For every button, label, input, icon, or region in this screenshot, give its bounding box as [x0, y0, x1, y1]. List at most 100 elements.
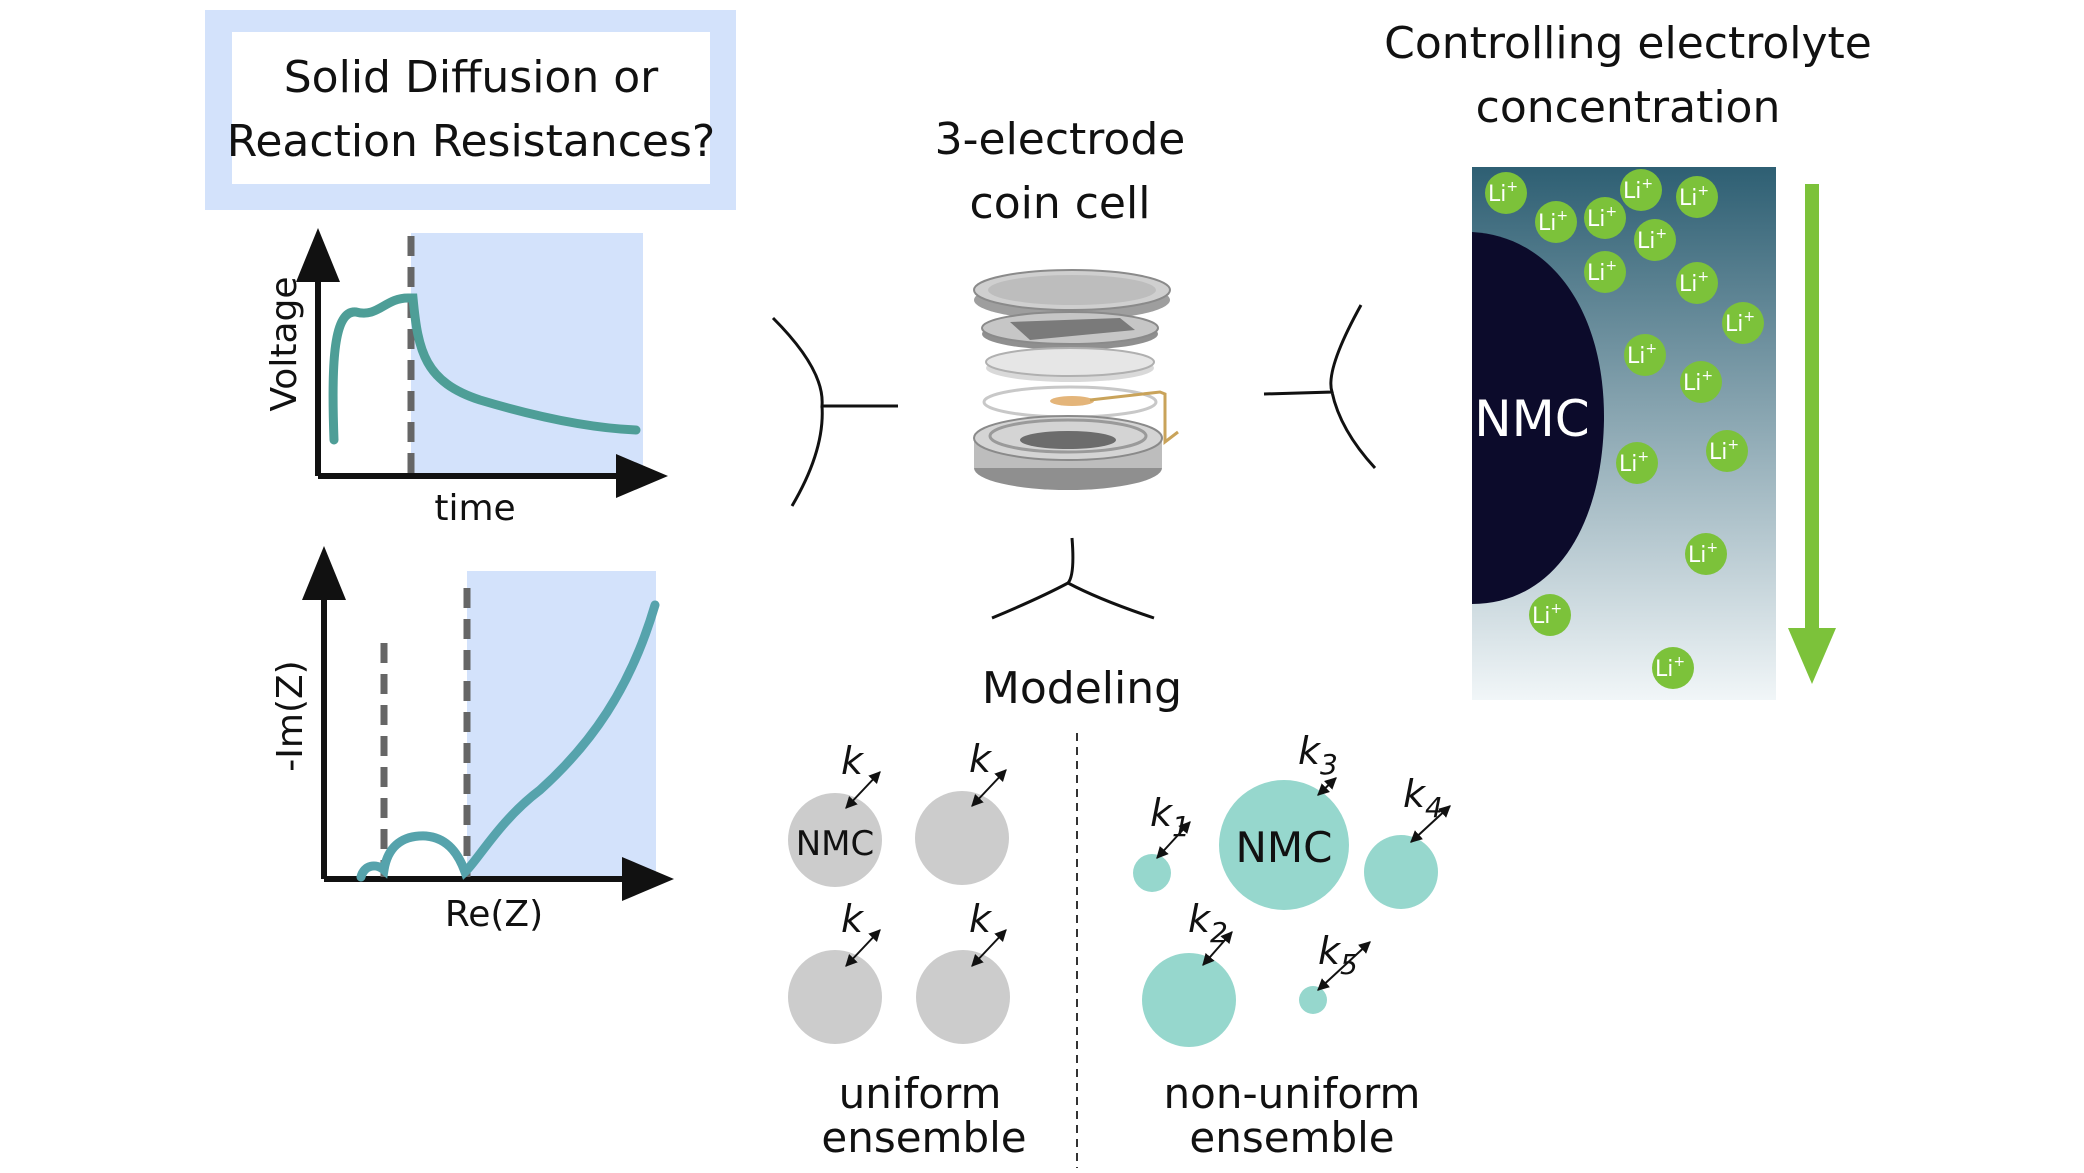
- li-ion-circle: [1680, 361, 1722, 403]
- rate-arrow: [1317, 941, 1371, 991]
- left-brace: [771, 316, 898, 507]
- li-ion: Li+: [1616, 442, 1658, 484]
- rate-constant-k-4: k4: [1403, 772, 1443, 824]
- bottom-brace: [991, 537, 1155, 620]
- li-ion-circle: [1584, 251, 1626, 293]
- coin-cell-illustration: [973, 269, 1179, 490]
- nonuniform-ensemble: NMC k1 k2 k3 k4 k5 non-uniform ensemble: [1133, 729, 1451, 1162]
- rate-arrow: [845, 771, 881, 809]
- question-line-1: Solid Diffusion or: [284, 52, 659, 103]
- electrolyte-section: Controlling electrolyte concentration NM…: [1384, 18, 1872, 700]
- nonuniform-label-line-2: ensemble: [1189, 1113, 1394, 1162]
- voltage-y-arrowhead: [296, 228, 340, 282]
- impedance-y-label: -Im(Z): [270, 660, 311, 771]
- rate-arrow: [971, 929, 1007, 967]
- uniform-ensemble: NMC k k k k uniform ensemble: [788, 737, 1027, 1162]
- li-ion-circle: [1624, 334, 1666, 376]
- li-ion-circle: [1584, 197, 1626, 239]
- right-brace: [1263, 304, 1377, 470]
- impedance-curve: [356, 600, 660, 882]
- rate-arrow: [1317, 777, 1337, 796]
- li-ion-circle: [1722, 302, 1764, 344]
- electrolyte-title-line-2: concentration: [1476, 82, 1781, 133]
- voltage-curve: [328, 293, 641, 445]
- impedance-plot: -Im(Z) Re(Z): [270, 546, 674, 935]
- uniform-label-line-2: ensemble: [821, 1113, 1026, 1162]
- nonuniform-particle: [1142, 953, 1236, 1047]
- voltage-y-label: Voltage: [264, 276, 305, 411]
- uniform-particle: [915, 791, 1009, 885]
- li-ion: Li+: [1624, 334, 1666, 376]
- li-ion-label: Li+: [1637, 226, 1667, 254]
- li-ion-group: Li+Li+Li+Li+Li+Li+Li+Li+Li+Li+Li+Li+Li+L…: [1485, 169, 1764, 689]
- coin-cell-section: 3-electrode coin cell: [935, 114, 1186, 490]
- rate-constant-k: k: [841, 739, 865, 783]
- li-ion: Li+: [1676, 262, 1718, 304]
- modeling-section: Modeling NMC k k k k uniform ensemble: [788, 663, 1451, 1168]
- li-ion-circle: [1676, 262, 1718, 304]
- voltage-relaxation-region: [411, 233, 643, 476]
- question-box: Solid Diffusion or Reaction Resistances?: [205, 10, 736, 210]
- electrolyte-title-line-1: Controlling electrolyte: [1384, 18, 1872, 69]
- uniform-nmc-label: NMC: [796, 824, 875, 864]
- coin-cell-title-line-1: 3-electrode: [935, 114, 1186, 165]
- li-ion-circle: [1706, 430, 1748, 472]
- voltage-x-arrowhead: [616, 454, 668, 498]
- voltage-x-label: time: [434, 488, 515, 529]
- li-ion: Li+: [1535, 201, 1577, 243]
- li-ion-circle: [1485, 172, 1527, 214]
- rate-constant-k: k: [969, 897, 993, 941]
- li-ion: Li+: [1685, 533, 1727, 575]
- li-ion: Li+: [1529, 594, 1571, 636]
- li-ion: Li+: [1680, 361, 1722, 403]
- li-ion-circle: [1616, 442, 1658, 484]
- li-ion: Li+: [1620, 169, 1662, 211]
- li-ion-circle: [1529, 594, 1571, 636]
- uniform-particle: [916, 950, 1010, 1044]
- nonuniform-particle: [1133, 854, 1171, 892]
- impedance-y-arrowhead: [302, 546, 346, 600]
- rate-arrow: [1202, 931, 1233, 966]
- li-ion-circle: [1620, 169, 1662, 211]
- uniform-particle: [788, 793, 882, 887]
- question-line-2: Reaction Resistances?: [227, 116, 715, 167]
- li-ion: Li+: [1584, 197, 1626, 239]
- li-ion-circle: [1676, 176, 1718, 218]
- nonuniform-label-line-1: non-uniform: [1164, 1069, 1421, 1118]
- li-ion: Li+: [1584, 251, 1626, 293]
- voltage-plot: Voltage time: [264, 228, 668, 529]
- li-ion: Li+: [1634, 219, 1676, 261]
- rate-constant-k-5: k5: [1318, 929, 1358, 981]
- nmc-particle-large: [1472, 232, 1605, 604]
- nmc-label-large: NMC: [1474, 390, 1589, 448]
- li-ion: Li+: [1485, 172, 1527, 214]
- rate-constant-k-3: k3: [1298, 729, 1338, 781]
- nonuniform-particle: [1219, 780, 1349, 910]
- rate-arrow: [971, 769, 1007, 807]
- li-ion-circle: [1634, 219, 1676, 261]
- rate-constant-k: k: [969, 737, 993, 781]
- question-box-inner: [232, 32, 710, 184]
- li-ion: Li+: [1652, 647, 1694, 689]
- nonuniform-particle: [1299, 986, 1327, 1014]
- li-ion: Li+: [1722, 302, 1764, 344]
- modeling-title: Modeling: [982, 663, 1182, 714]
- rate-arrow: [1410, 805, 1451, 843]
- li-ion: Li+: [1676, 176, 1718, 218]
- rate-arrow: [1156, 821, 1191, 859]
- impedance-x-arrowhead: [622, 857, 674, 901]
- nonuniform-nmc-label: NMC: [1236, 823, 1333, 872]
- uniform-label-line-1: uniform: [839, 1069, 1002, 1118]
- coin-cell-title-line-2: coin cell: [970, 178, 1151, 229]
- rate-constant-k-1: k1: [1150, 791, 1190, 843]
- li-ion-circle: [1652, 647, 1694, 689]
- li-ion-circle: [1685, 533, 1727, 575]
- uniform-particle: [788, 950, 882, 1044]
- li-ion: Li+: [1706, 430, 1748, 472]
- nonuniform-particle: [1364, 835, 1438, 909]
- rate-constant-k-2: k2: [1188, 897, 1228, 949]
- impedance-x-label: Re(Z): [445, 894, 543, 935]
- rate-arrow: [845, 929, 881, 967]
- li-ion-circle: [1535, 201, 1577, 243]
- concentration-arrow-head: [1788, 628, 1836, 684]
